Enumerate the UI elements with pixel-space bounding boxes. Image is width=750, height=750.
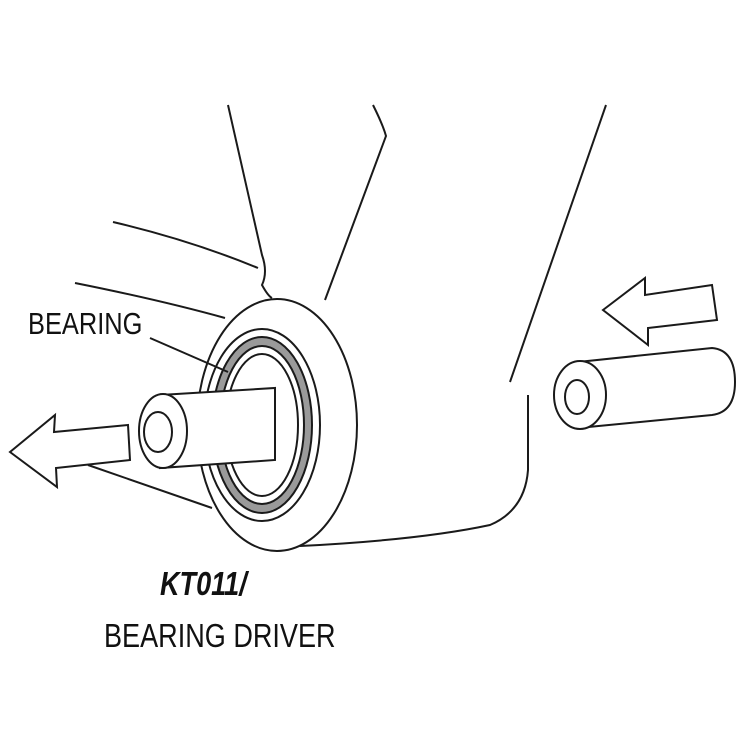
bearing-driver-tip-inner [143, 411, 173, 453]
bearing-pin-body [577, 346, 737, 429]
arrow-left-icon [8, 412, 132, 490]
arrow-left-icon [601, 275, 719, 348]
part-number-label: KT011/ [160, 565, 247, 602]
bearing-leader-line [149, 337, 229, 373]
bearing-pin-end-inner [564, 379, 590, 415]
frame-tube-line [112, 221, 259, 269]
frame-tube-line [74, 282, 226, 319]
frame-tube-line [227, 104, 273, 299]
tool-name-label: BEARING DRIVER [104, 617, 336, 654]
bearing-label: BEARING [28, 306, 143, 341]
frame-tube-line [87, 464, 213, 509]
frame-tube-line [324, 104, 388, 301]
frame-tube-line [509, 104, 607, 383]
bottom-bracket-shell [299, 395, 529, 547]
